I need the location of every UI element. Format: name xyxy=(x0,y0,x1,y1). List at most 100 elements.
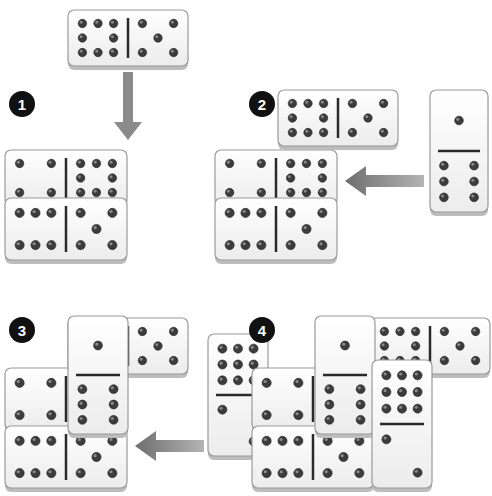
pip-highlight xyxy=(94,226,97,229)
domino-pip xyxy=(325,385,334,394)
pip-highlight xyxy=(78,175,81,178)
domino-pip xyxy=(318,174,326,182)
pip-highlight xyxy=(327,402,330,405)
pip-highlight xyxy=(442,358,445,361)
domino-pip xyxy=(76,469,85,478)
domino-pip xyxy=(257,241,266,250)
pip-highlight xyxy=(415,470,418,473)
pip-highlight xyxy=(17,161,20,164)
domino-pip xyxy=(218,405,227,414)
domino-pip xyxy=(92,188,100,196)
domino-pip xyxy=(15,436,24,445)
pip-highlight xyxy=(264,438,267,441)
domino-pip xyxy=(154,342,162,350)
domino-tile xyxy=(215,198,337,264)
domino-pip xyxy=(286,188,294,196)
pip-highlight xyxy=(290,101,293,104)
pip-highlight xyxy=(319,210,322,213)
domino-pip xyxy=(382,435,391,444)
callout-number: 3 xyxy=(18,323,26,338)
pip-highlight xyxy=(219,377,222,380)
tile-divider xyxy=(76,374,120,377)
pip-highlight xyxy=(288,242,291,245)
domino-pip xyxy=(234,376,243,385)
pip-highlight xyxy=(305,130,308,133)
pip-highlight xyxy=(304,190,307,193)
pip-highlight xyxy=(219,346,222,349)
pip-highlight xyxy=(415,406,418,409)
domino-pip xyxy=(234,344,243,353)
pip-highlight xyxy=(33,242,36,245)
domino-pip xyxy=(286,241,295,250)
pip-highlight xyxy=(358,386,361,389)
callout-badge: 2 xyxy=(249,91,275,117)
domino-pip xyxy=(108,469,117,478)
pip-highlight xyxy=(17,210,20,213)
pip-highlight xyxy=(80,50,83,53)
pip-highlight xyxy=(227,190,230,193)
domino-pip xyxy=(318,241,327,250)
pip-highlight xyxy=(356,470,359,473)
pip-highlight xyxy=(295,470,298,473)
domino-pip xyxy=(15,208,24,217)
pip-highlight xyxy=(17,380,20,383)
tile-face xyxy=(68,316,128,434)
domino-pip xyxy=(15,188,23,196)
tile-divider xyxy=(127,18,130,58)
motion-arrow xyxy=(345,166,424,196)
motion-arrow xyxy=(135,431,204,461)
pip-highlight xyxy=(48,210,51,213)
tile-divider xyxy=(65,206,68,252)
domino-pip xyxy=(169,327,177,335)
tile-divider xyxy=(275,206,278,252)
domino-pip xyxy=(382,388,391,397)
pip-highlight xyxy=(342,343,345,346)
domino-tile xyxy=(278,90,398,150)
pip-highlight xyxy=(383,406,386,409)
pip-highlight xyxy=(49,161,52,164)
pip-highlight xyxy=(109,242,112,245)
domino-pip xyxy=(455,116,464,125)
pip-highlight xyxy=(219,362,222,365)
domino-pip xyxy=(108,188,116,196)
pip-highlight xyxy=(383,436,386,439)
domino-pip xyxy=(76,241,85,250)
domino-pip xyxy=(138,48,146,56)
domino-pip xyxy=(47,436,56,445)
domino-pip xyxy=(288,114,296,122)
pip-highlight xyxy=(383,372,386,375)
pip-highlight xyxy=(171,329,174,332)
pip-highlight xyxy=(110,161,113,164)
tile-face xyxy=(5,198,127,260)
pip-highlight xyxy=(381,101,384,104)
pip-highlight xyxy=(243,242,246,245)
domino-pip xyxy=(339,452,348,461)
pip-highlight xyxy=(110,190,113,193)
domino-pip xyxy=(76,174,84,182)
tile-divider xyxy=(323,374,367,377)
domino-pip xyxy=(382,371,391,380)
domino-pip xyxy=(47,241,56,250)
domino-pip xyxy=(262,411,271,420)
domino-pip xyxy=(31,241,40,250)
pip-highlight xyxy=(171,358,174,361)
pip-highlight xyxy=(304,161,307,164)
domino-pip xyxy=(47,188,55,196)
domino-pip xyxy=(78,400,87,409)
pip-highlight xyxy=(325,438,328,441)
domino-pip xyxy=(302,188,310,196)
pip-highlight xyxy=(78,470,81,473)
domino-pip xyxy=(257,208,266,217)
pip-highlight xyxy=(320,161,323,164)
domino-pip xyxy=(413,468,422,477)
domino-pip xyxy=(379,99,387,107)
pip-highlight xyxy=(80,35,83,38)
domino-pip xyxy=(398,388,407,397)
tile-divider xyxy=(429,326,432,366)
pip-highlight xyxy=(33,470,36,473)
domino-pip xyxy=(319,128,327,136)
pip-highlight xyxy=(280,438,283,441)
tile-divider xyxy=(337,98,340,138)
pip-highlight xyxy=(471,163,474,166)
